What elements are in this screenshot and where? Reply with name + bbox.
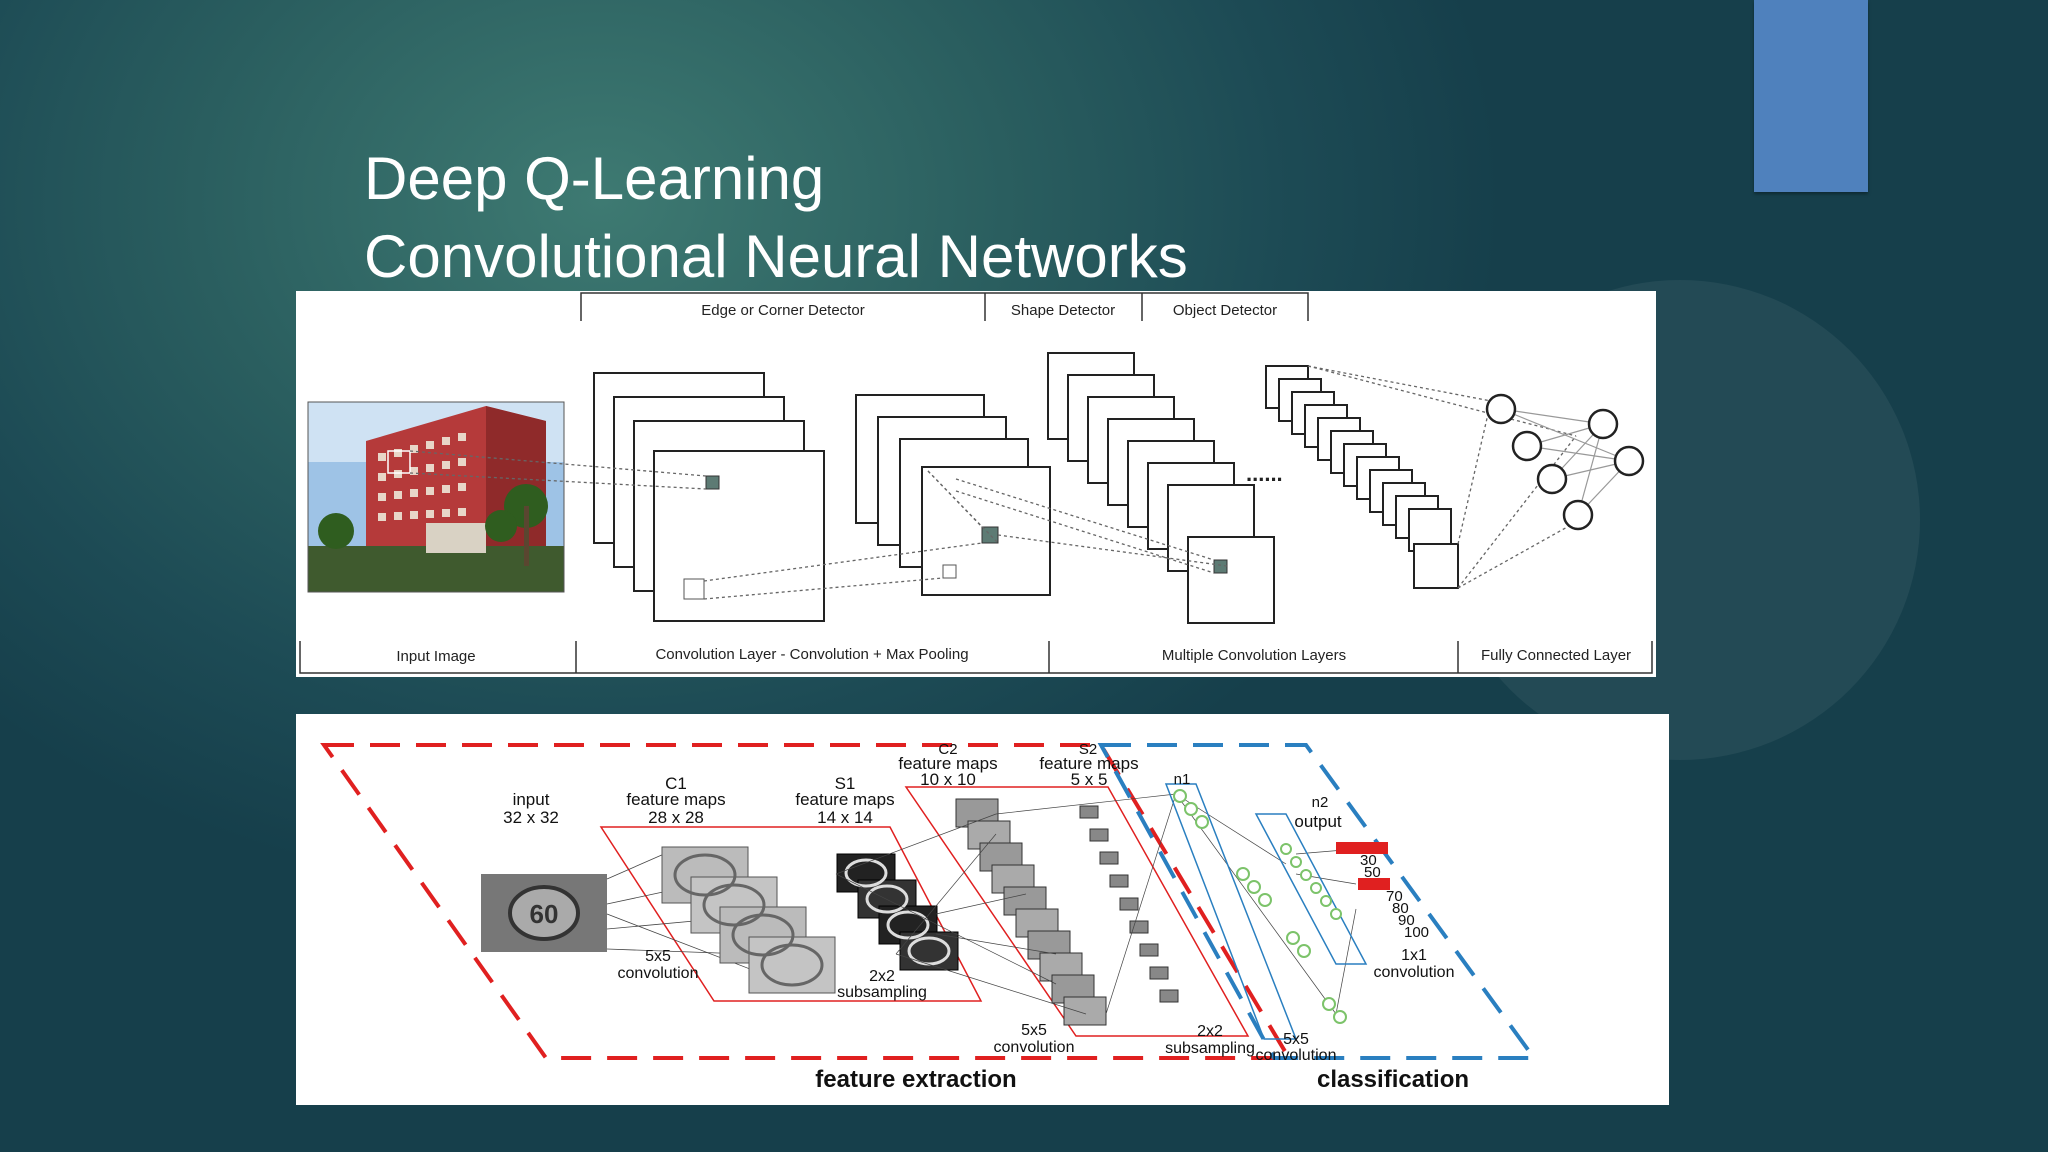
feature-extraction-box (320, 743, 1293, 1060)
n2-column (1254, 813, 1368, 965)
input-image-photo (307, 401, 565, 593)
output-value: 50 (1364, 864, 1381, 881)
label-input-image: Input Image (396, 648, 475, 665)
label-c2: C2 (938, 741, 957, 758)
label-conv2-text: convolution (994, 1039, 1075, 1056)
label-c2-size: 10 x 10 (920, 770, 976, 789)
connector-lines (409, 365, 1579, 600)
title-line-1: Deep Q-Learning (364, 145, 825, 212)
label-sub2-size: 2x2 (1197, 1023, 1223, 1040)
label-classification: classification (1317, 1066, 1469, 1093)
label-sub1-size: 2x2 (869, 968, 895, 985)
header-brackets (580, 292, 1309, 321)
sign-number: 60 (530, 899, 559, 929)
c1-s1-box (599, 826, 983, 1002)
label-output: output (1294, 812, 1342, 831)
label-s1-text: feature maps (795, 790, 894, 809)
c2-feature-maps (955, 798, 1107, 1026)
label-conv3-size: 5x5 (1283, 1031, 1309, 1048)
label-multiple-conv: Multiple Convolution Layers (1162, 647, 1346, 664)
label-edge-detector: Edge or Corner Detector (701, 302, 864, 319)
pool-window (942, 564, 957, 579)
slide-title: Deep Q-Learning Convolutional Neural Net… (364, 140, 1188, 296)
output-value: 100 (1404, 924, 1429, 941)
output-highlight-top (1336, 842, 1388, 854)
output-value: 30 (1360, 852, 1377, 869)
label-input-size: 32 x 32 (503, 808, 559, 827)
label-object-detector: Object Detector (1173, 302, 1277, 319)
s2-feature-maps (1079, 805, 1179, 1003)
input-sign: 60 (481, 874, 607, 952)
output-value: 90 (1398, 912, 1415, 929)
label-sub1-text: subsampling (837, 984, 927, 1001)
label-conv2-size: 5x5 (1021, 1022, 1047, 1039)
label-conv1-size: 5x5 (645, 948, 671, 965)
receptive-field (683, 578, 705, 600)
label-s1: S1 (835, 774, 856, 793)
fc-neurons (1485, 393, 1645, 531)
label-conv4-text: convolution (1374, 964, 1455, 981)
n2-neurons (1280, 843, 1342, 920)
cnn-diagram-panel: Edge or Corner Detector Shape Detector O… (296, 291, 1656, 677)
label-s2-text: feature maps (1039, 754, 1138, 773)
feature-pixel (705, 475, 720, 490)
output-highlight-mid (1358, 878, 1390, 890)
feature-map-stack (1265, 365, 1459, 589)
footer-brackets (299, 641, 1653, 674)
output-values: 30 50 70 80 90 100 (1360, 852, 1429, 941)
label-feature-extraction: feature extraction (815, 1066, 1016, 1093)
label-n1: n1 (1174, 771, 1191, 788)
label-c1: C1 (665, 774, 687, 793)
label-fully-connected: Fully Connected Layer (1481, 647, 1631, 664)
mesh-connections (835, 793, 1357, 1015)
label-conv4-size: 1x1 (1401, 947, 1427, 964)
label-s1-size: 14 x 14 (817, 808, 873, 827)
label-conv1-text: convolution (618, 965, 699, 982)
label-s2-size: 5 x 5 (1071, 770, 1108, 789)
c1-feature-maps (661, 846, 836, 994)
cnn-diagram: Edge or Corner Detector Shape Detector O… (299, 292, 1653, 674)
multi-conv-stack (1047, 352, 1275, 624)
label-c1-text: feature maps (626, 790, 725, 809)
conv-layer-stack (593, 372, 825, 622)
output-value: 80 (1392, 900, 1409, 917)
n1-column (1164, 783, 1298, 1040)
label-shape-detector: Shape Detector (1011, 302, 1115, 319)
sign-recognition-diagram: 60 input 32 x 32 C1 feature maps 28 x 28… (320, 741, 1538, 1093)
label-c2-text: feature maps (898, 754, 997, 773)
output-value: 70 (1386, 888, 1403, 905)
classification-box (1097, 743, 1538, 1060)
label-c1-size: 28 x 28 (648, 808, 704, 827)
label-input: input (513, 790, 550, 809)
accent-rectangle (1754, 0, 1868, 192)
label-conv3-text: convolution (1256, 1047, 1337, 1064)
title-line-2: Convolutional Neural Networks (364, 223, 1188, 290)
label-sub2-text: subsampling (1165, 1040, 1255, 1057)
c2-s2-box (904, 786, 1250, 1037)
deep-feature-pixel (1213, 559, 1228, 574)
label-conv-layer: Convolution Layer - Convolution + Max Po… (655, 646, 968, 663)
s1-feature-maps (836, 853, 959, 971)
label-s2: S2 (1079, 741, 1097, 758)
ellipsis: ...... (1246, 461, 1283, 486)
n1-neurons (1173, 789, 1347, 1024)
sign-recognition-panel: 60 input 32 x 32 C1 feature maps 28 x 28… (296, 714, 1669, 1105)
label-n2: n2 (1312, 794, 1329, 811)
